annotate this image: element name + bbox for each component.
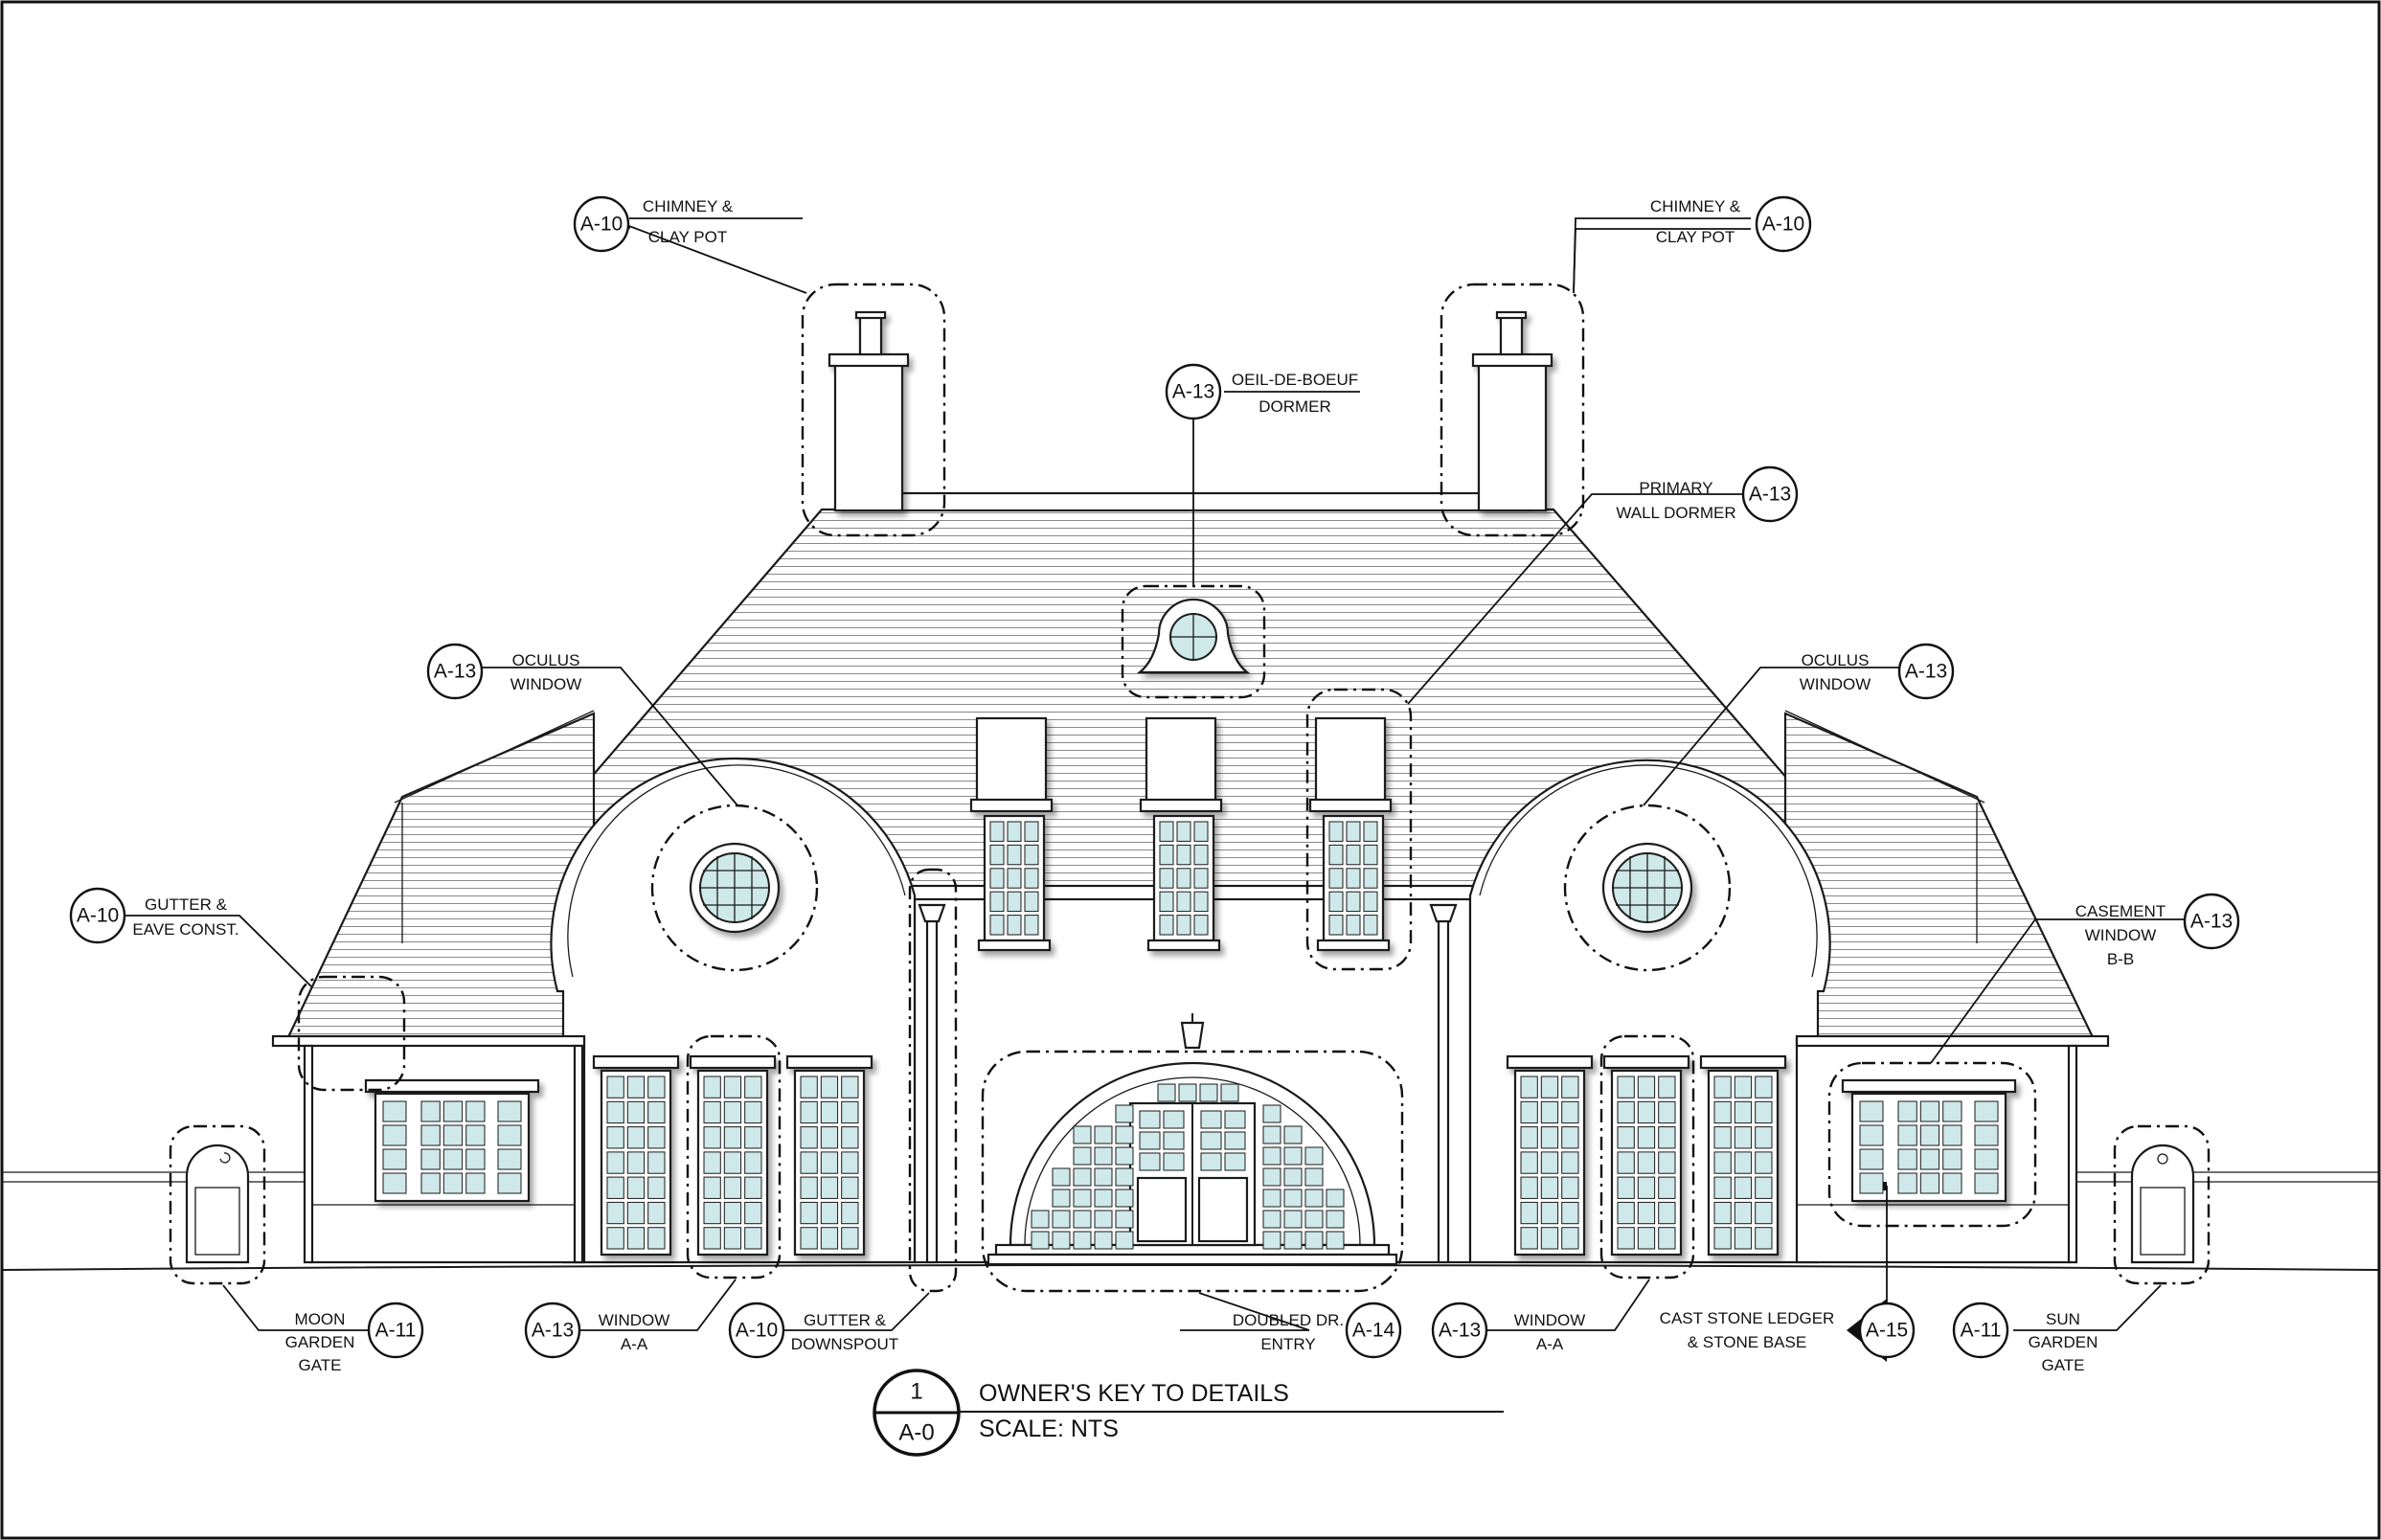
ref-bubble-text: A-13	[1749, 484, 1791, 506]
callout-label-line1: GUTTER &	[804, 1311, 887, 1329]
callout-label-line1: CAST STONE LEDGER	[1660, 1309, 1835, 1327]
callout-label-line2: EAVE CONST.	[132, 920, 238, 939]
callout-label-line1: OCULUS	[512, 651, 580, 669]
drawing-title: OWNER'S KEY TO DETAILS	[979, 1380, 1289, 1407]
callout-outline-window-left	[686, 1034, 782, 1280]
callout-outline-chimney-left	[801, 283, 946, 537]
callout-primary-dormer: A-13 PRIMARY WALL DORMER	[1616, 465, 1799, 523]
callout-outline-primary-dormer	[1305, 688, 1413, 971]
callout-moon-gate: A-11 MOON GARDEN GATE	[285, 1302, 424, 1374]
callout-chimney-left: A-10 CHIMNEY & CLAY POT	[573, 195, 734, 253]
callout-casement: A-13 CASEMENT WINDOW B-B	[2075, 893, 2240, 968]
callout-label-line2: A-A	[1536, 1335, 1564, 1353]
entry-lantern	[1180, 1021, 1205, 1050]
ref-bubble-text: A-13	[1172, 381, 1214, 403]
callout-outline-entry	[981, 1050, 1404, 1293]
callout-oculus-left: A-13 OCULUS WINDOW	[426, 643, 582, 700]
oeil-de-boeuf-dormer	[1136, 598, 1251, 674]
callout-label-line1: DOUBLED DR.	[1233, 1311, 1344, 1329]
house-elevation	[185, 310, 2195, 1307]
callout-outline-oculus-right	[1563, 804, 1732, 972]
callout-label-line2: A-A	[621, 1335, 648, 1353]
callout-window-aa-right: A-13 WINDOW A-A	[1431, 1302, 1586, 1359]
right-wing-roof	[1783, 712, 2096, 1041]
callout-label-line2: WALL DORMER	[1616, 504, 1735, 522]
callout-label-line2: ENTRY	[1260, 1335, 1315, 1353]
right-chimney	[1471, 310, 1553, 512]
callout-label-line1: OEIL-DE-BOEUF	[1232, 371, 1358, 389]
callout-label-line1: WINDOW	[599, 1311, 670, 1329]
callout-label-line2: GARDEN	[2029, 1333, 2098, 1351]
callout-outline-moon-gate	[169, 1124, 266, 1285]
moon-garden-gate	[185, 1144, 250, 1264]
callout-label-line3: GATE	[2041, 1356, 2084, 1374]
callout-label-line3: B-B	[2107, 950, 2134, 968]
callout-label-line1: SUN	[2046, 1310, 2080, 1328]
ref-bubble-text: A-14	[1352, 1320, 1395, 1342]
callout-label-line1: CHIMNEY &	[1650, 197, 1741, 215]
downspouts	[303, 903, 2078, 1264]
callout-label-line2: DOWNSPOUT	[791, 1335, 898, 1353]
callout-label-line2: WINDOW	[2085, 926, 2157, 944]
callout-label-line2: GARDEN	[285, 1333, 355, 1351]
callout-label-line1: CHIMNEY &	[643, 197, 734, 215]
ref-bubble-text: A-13	[1439, 1320, 1481, 1342]
ref-bubble-text: A-13	[2190, 911, 2233, 933]
window-glazing	[382, 821, 1999, 1250]
callout-gutter-eave: A-10 GUTTER & EAVE CONST.	[69, 887, 239, 944]
roof-ridge	[841, 491, 1534, 512]
ref-bubble-text: A-15	[1866, 1320, 1908, 1342]
callout-outline-gutter-eave	[297, 975, 406, 1092]
drawing-scale: SCALE: NTS	[979, 1415, 1119, 1442]
callout-label-line1: OCULUS	[1802, 651, 1870, 669]
callout-outline-downspout	[908, 868, 958, 1293]
callout-outline-oculus-left	[650, 804, 819, 972]
callout-doubled-entry: A-14 DOUBLED DR. ENTRY	[1233, 1302, 1402, 1359]
callout-outline-sun-gate	[2113, 1124, 2211, 1285]
left-oculus-window	[689, 842, 781, 934]
leader-lines	[90, 217, 2185, 1331]
ref-bubble-text: A-10	[580, 214, 623, 236]
ref-bubble-text: A-11	[375, 1320, 417, 1342]
ref-bubble-text: A-13	[1905, 661, 1947, 683]
detail-number: 1	[910, 1379, 922, 1405]
sheet-number: A-0	[898, 1420, 934, 1446]
callout-oculus-right: A-13 OCULUS WINDOW	[1800, 643, 1955, 700]
callout-label-line3: GATE	[298, 1356, 341, 1374]
callout-cast-stone: A-15 CAST STONE LEDGER & STONE BASE	[1660, 1299, 1916, 1362]
callout-label-line1: GUTTER &	[145, 895, 228, 914]
callout-label-line1: CASEMENT	[2075, 902, 2166, 920]
ref-bubble-text: A-10	[1762, 214, 1804, 236]
callout-label-line2: CLAY POT	[648, 228, 728, 246]
callout-label-line2: DORMER	[1259, 397, 1331, 416]
callout-label-line2: WINDOW	[1800, 675, 1871, 693]
left-chimney	[828, 310, 910, 512]
sun-garden-gate	[2130, 1144, 2195, 1264]
ref-bubble-text: A-11	[1961, 1320, 2002, 1342]
ref-bubble-text: A-10	[77, 905, 119, 927]
callout-oeil-dormer: A-13 OEIL-DE-BOEUF DORMER	[1165, 363, 1358, 420]
detail-callout-outlines	[169, 283, 2211, 1293]
callout-label-line2: & STONE BASE	[1688, 1333, 1806, 1351]
left-wing-roof	[285, 712, 596, 1041]
title-block: 1 A-0 OWNER'S KEY TO DETAILS SCALE: NTS	[873, 1369, 1504, 1457]
callout-window-aa-left: A-13 WINDOW A-A	[524, 1302, 670, 1359]
callout-label-line2: CLAY POT	[1656, 228, 1735, 246]
callout-label-line1: WINDOW	[1514, 1311, 1586, 1329]
callout-outline-window-right	[1599, 1034, 1695, 1280]
callout-chimney-right: A-10 CHIMNEY & CLAY POT	[1650, 195, 1812, 253]
ref-bubble-text: A-13	[434, 661, 476, 683]
callout-label-line1: MOON	[295, 1310, 346, 1328]
ref-bubble-text: A-10	[736, 1320, 778, 1342]
callout-label-line1: PRIMARY	[1639, 479, 1712, 497]
callout-label-line2: WINDOW	[510, 675, 582, 693]
callout-gutter-downspout: A-10 GUTTER & DOWNSPOUT	[728, 1302, 898, 1359]
callout-outline-chimney-right	[1440, 283, 1585, 537]
callout-sun-gate: A-11 SUN GARDEN GATE	[1952, 1302, 2098, 1374]
ref-bubble-text: A-13	[532, 1320, 574, 1342]
right-oculus-window	[1601, 842, 1693, 934]
